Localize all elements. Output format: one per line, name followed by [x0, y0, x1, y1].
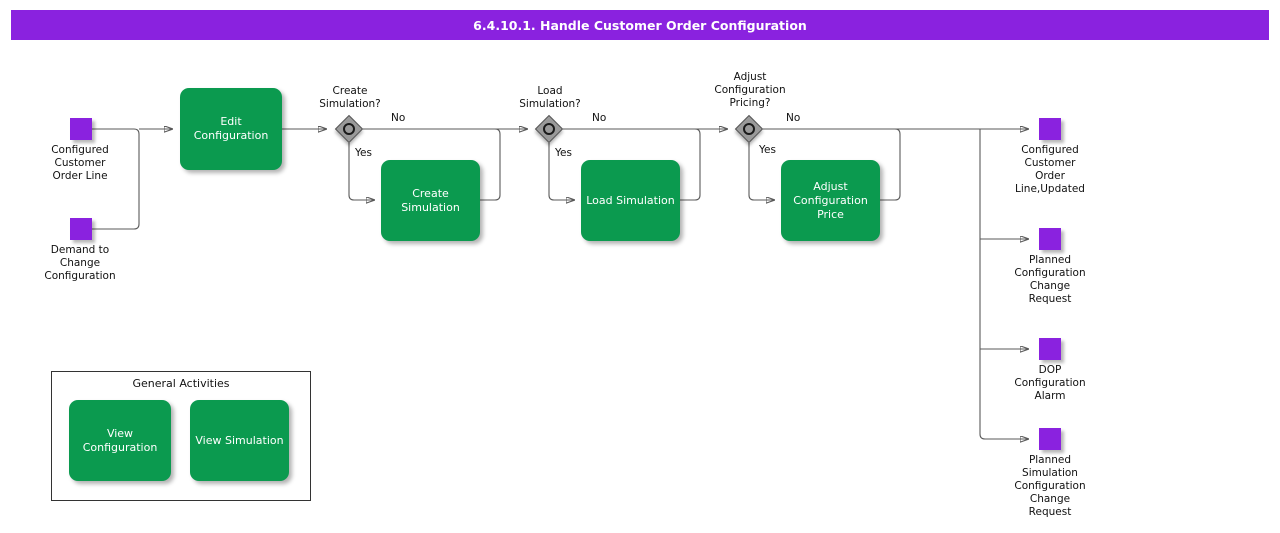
task-view-simulation[interactable]: View Simulation	[190, 400, 289, 481]
gateway-adjust-configuration-pricing[interactable]	[734, 114, 764, 144]
edge-label-gw1-yes: Yes	[355, 147, 372, 159]
dataobj-dop-configuration-alarm[interactable]	[1039, 338, 1061, 360]
dataobj-demand-to-change-configuration[interactable]	[70, 218, 92, 240]
gateway-load-simulation[interactable]	[534, 114, 564, 144]
dataobj-planned-configuration-change-request[interactable]	[1039, 228, 1061, 250]
edge-label-gw3-yes: Yes	[759, 144, 776, 156]
label-planned-configuration-change-request: Planned Configuration Change Request	[1014, 254, 1086, 305]
gateway-event-circle-icon	[743, 123, 755, 135]
label-planned-simulation-configuration-change-request: Planned Simulation Configuration Change …	[1014, 454, 1086, 518]
gateway-event-circle-icon	[343, 123, 355, 135]
label-load-simulation-gateway: Load Simulation?	[519, 85, 581, 110]
label-create-simulation-gateway: Create Simulation?	[319, 85, 381, 110]
gateway-create-simulation[interactable]	[334, 114, 364, 144]
edge-label-gw2-yes: Yes	[555, 147, 572, 159]
edge-label-gw2-no: No	[592, 112, 607, 124]
wire-load-simulation-merge	[680, 128, 701, 201]
label-configured-customer-order-line-updated: Configured Customer Order Line,Updated	[1015, 144, 1085, 195]
label-demand-to-change-configuration: Demand to Change Configuration	[44, 244, 116, 282]
page-title: 6.4.10.1. Handle Customer Order Configur…	[473, 17, 807, 33]
task-adjust-configuration-price[interactable]: Adjust Configuration Price	[781, 160, 880, 241]
task-create-simulation[interactable]: Create Simulation	[381, 160, 480, 241]
diagram-title-bar: 6.4.10.1. Handle Customer Order Configur…	[11, 10, 1269, 40]
label-configured-customer-order-line: Configured Customer Order Line	[51, 144, 109, 182]
general-activities-title: General Activities	[132, 377, 230, 390]
wire-adjust-price-merge	[880, 128, 901, 201]
label-adjust-configuration-pricing-gateway: Adjust Configuration Pricing?	[714, 71, 786, 109]
dataobj-configured-customer-order-line-updated[interactable]	[1039, 118, 1061, 140]
dataobj-configured-customer-order-line[interactable]	[70, 118, 92, 140]
gateway-event-circle-icon	[543, 123, 555, 135]
label-dop-configuration-alarm: DOP Configuration Alarm	[1014, 364, 1086, 402]
edge-label-gw3-no: No	[786, 112, 801, 124]
dataobj-planned-simulation-configuration-change-request[interactable]	[1039, 428, 1061, 450]
wire-create-simulation-merge	[480, 128, 501, 201]
edge-label-gw1-no: No	[391, 112, 406, 124]
task-edit-configuration[interactable]: Edit Configuration	[180, 88, 282, 170]
task-view-configuration[interactable]: View Configuration	[69, 400, 171, 481]
task-load-simulation[interactable]: Load Simulation	[581, 160, 680, 241]
